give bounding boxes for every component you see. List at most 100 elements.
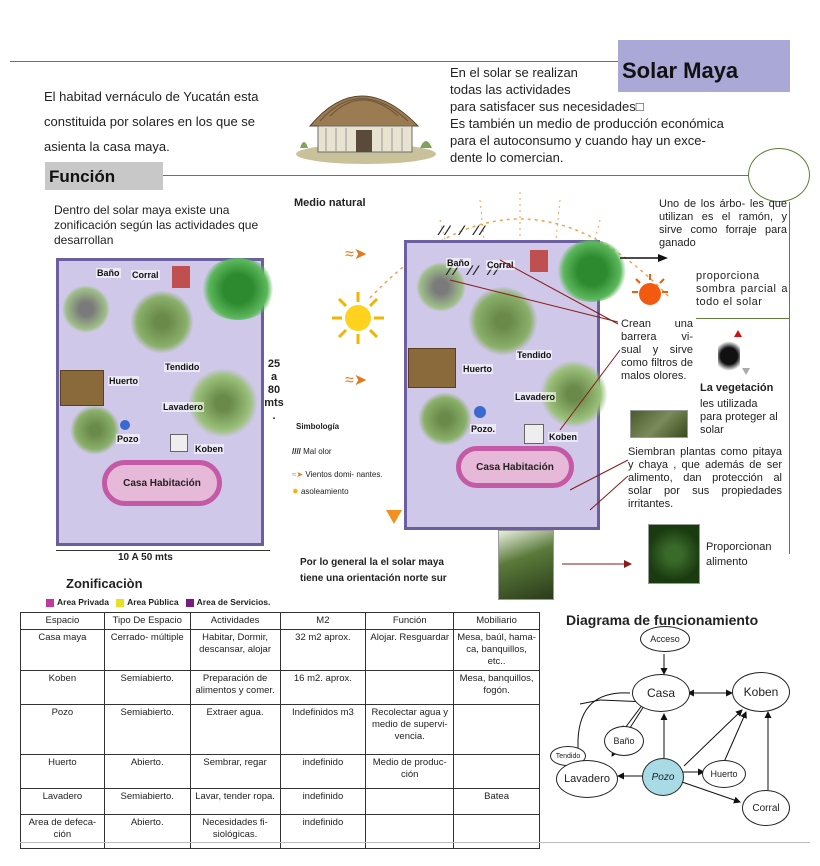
table-row: Area de defeca- ción Abierto. Necesidade… <box>20 814 540 849</box>
right-palm-3 <box>468 286 538 356</box>
diagram-node-acceso: Acceso <box>640 626 690 652</box>
left-casa-habitacion: Casa Habitación <box>102 460 222 506</box>
symbol-mal-olor: //// Mal olor <box>292 447 332 456</box>
maya-house-illustration <box>290 66 442 166</box>
left-dim-horizontal-line <box>56 550 270 551</box>
node-label: Corral <box>752 802 780 814</box>
right-tree-2 <box>556 240 628 302</box>
red-arrow-up-icon <box>734 330 742 337</box>
table-cell: Indefinidos m3 <box>279 704 367 755</box>
diagram-title: Diagrama de funcionamiento <box>566 612 759 628</box>
table-cell: indefinido <box>279 814 367 849</box>
left-palm-3 <box>130 290 194 354</box>
zonificacion-title: Zonificaciòn <box>66 576 143 591</box>
right-palm-1 <box>416 262 466 312</box>
table-header-row: Espacio Tipo De Espacio Actividades M2 F… <box>20 612 540 630</box>
spaces-table: Espacio Tipo De Espacio Actividades M2 F… <box>20 612 540 849</box>
left-dim-horizontal: 10 A 50 mts <box>118 552 173 563</box>
table-cell: indefinido <box>279 788 367 815</box>
table-cell: Semiabierto. <box>103 670 191 705</box>
right-palm-5 <box>418 392 472 446</box>
north-arrow-icon <box>386 510 402 524</box>
funcion-heading: Función <box>45 162 163 190</box>
right-label-tendido: Tendido <box>516 350 553 360</box>
table-cell: Lavadero <box>20 788 105 815</box>
left-dim-vertical: 25 a 80 mts . <box>264 358 284 423</box>
bottom-rule <box>20 842 810 843</box>
desc-line-6: dente lo comercian. <box>450 150 564 165</box>
diagram-node-bano: Baño <box>604 726 644 756</box>
table-cell: Abierto. <box>103 814 191 849</box>
table-cell <box>365 814 455 849</box>
food-plant-photo <box>648 524 700 584</box>
table-cell <box>453 754 540 789</box>
node-label: Baño <box>613 736 635 746</box>
table-cell: Mesa, banquillos, fogón. <box>453 670 540 705</box>
right-label-corral: Corral <box>486 260 515 270</box>
plant-photo-small <box>630 410 688 438</box>
table-cell: Pozo <box>20 704 105 755</box>
table-cell: 32 m2 aprox. <box>279 629 367 671</box>
left-koben-box <box>170 434 188 452</box>
left-tree-2 <box>200 258 276 320</box>
right-label-bano: Baño <box>446 258 471 268</box>
table-cell: Medio de produc- ción <box>365 754 455 789</box>
right-huerto-plot <box>408 348 456 388</box>
table-cell: Semiabierto. <box>103 788 191 815</box>
table-cell: Batea <box>453 788 540 815</box>
medio-natural-label: Medio natural <box>294 197 366 209</box>
left-casa-label: Casa Habitación <box>123 477 201 489</box>
dim-v-3: 80 <box>267 384 281 396</box>
left-label-lavadero: Lavadero <box>162 402 205 412</box>
table-cell: Extraer agua. <box>189 704 281 755</box>
sun-icon-right <box>628 274 672 310</box>
right-label-huerto: Huerto <box>462 364 493 374</box>
table-cell: Sembrar, regar <box>189 754 281 789</box>
diagram-node-pozo: Pozo <box>642 758 684 796</box>
table-row: Koben Semiabierto. Preparación de alimen… <box>20 670 540 705</box>
table-cell: Necesidades fi- siológicas. <box>189 814 281 849</box>
node-label: Lavadero <box>564 773 610 785</box>
annotation-arboles: Uno de los árbo- les que utilizan es el … <box>659 198 787 249</box>
left-label-koben: Koben <box>194 444 224 454</box>
intro-paragraph: El habitad vernáculo de Yucatán esta con… <box>44 89 259 154</box>
table-cell <box>453 704 540 755</box>
table-cell: Semiabierto. <box>103 704 191 755</box>
table-cell: Cerrado- múltiple <box>103 629 191 671</box>
right-pozo-marker <box>474 406 486 418</box>
symbol-vientos: ≈➤ Vientos domi- nantes. <box>292 470 383 479</box>
top-rule <box>10 61 618 62</box>
simbologia-title: Simbología <box>296 422 340 431</box>
funcion-rule <box>163 175 749 176</box>
right-label-koben: Koben <box>548 432 578 442</box>
left-label-tendido: Tendido <box>164 362 201 372</box>
right-corral-plot <box>530 250 548 272</box>
table-cell: Huerto <box>20 754 105 789</box>
mal-olor-marks: ⁄⁄ ⁄ ⁄⁄ <box>440 222 488 238</box>
table-header-cell: Espacio <box>20 612 105 630</box>
page-title-text: Solar Maya <box>622 58 739 83</box>
table-header-cell: M2 <box>279 612 367 630</box>
table-cell: Habitar, Dormir, descansar, alojar <box>189 629 281 671</box>
left-palm-tree-1 <box>62 285 110 333</box>
node-label: Tendido <box>555 752 581 760</box>
table-cell: Casa maya <box>20 629 105 671</box>
vegetacion-text: les utilizada para proteger al solar <box>700 398 778 436</box>
diagram-node-koben: Koben <box>732 672 790 712</box>
table-header-cell: Función <box>365 612 455 630</box>
left-corral-plot <box>172 266 190 288</box>
wind-icon-top: ≈➤ <box>345 246 368 263</box>
table-cell <box>453 814 540 849</box>
desc-line-1: En el solar se realizan <box>450 65 578 80</box>
table-cell: Koben <box>20 670 105 705</box>
simbologia-list: //// Mal olor ≈➤ Vientos domi- nantes. ✹… <box>292 446 402 497</box>
arrow-to-food-photo <box>562 560 632 568</box>
vegetation-sample-icon <box>718 338 740 374</box>
zonificacion-legend: Area Privada Area Pública Area de Servic… <box>46 597 270 607</box>
left-palm-5 <box>70 405 120 455</box>
right-label-pozo: Pozo. <box>470 424 496 434</box>
gray-arrow-down-icon <box>742 368 750 375</box>
funcion-intro: Dentro del solar maya existe una zonific… <box>54 203 259 247</box>
sun-icon-small: ✹ <box>292 487 301 496</box>
orientation-note: Por lo general la el solar maya tiene un… <box>300 557 447 584</box>
